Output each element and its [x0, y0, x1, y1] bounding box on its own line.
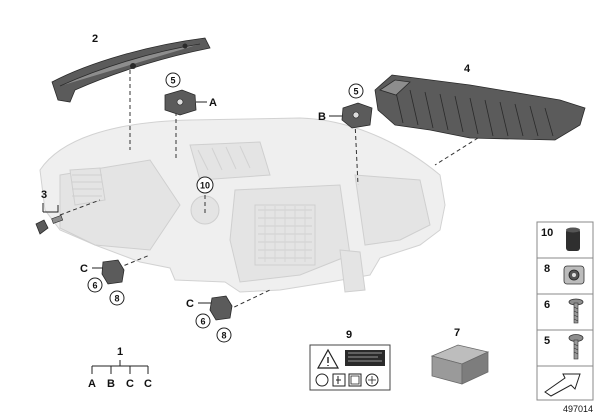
legend-number-8: 8	[544, 263, 550, 275]
callout-6a-circle	[87, 277, 103, 293]
callout-5-mid: 5	[353, 87, 358, 97]
legend-number-6: 6	[544, 299, 550, 311]
rubber-grommet-icon	[566, 227, 580, 251]
parts-legend: 10 8 6 5	[536, 221, 594, 401]
part-1-tree: 1 A B C C	[88, 346, 152, 390]
legend-number-5: 5	[544, 335, 550, 347]
diagram-id: 497014	[563, 404, 593, 414]
part-4-bracket[interactable]	[374, 74, 586, 141]
part-5-clip-mid[interactable]	[341, 102, 373, 129]
bracket-c-left[interactable]	[101, 259, 125, 285]
callout-10-circle	[196, 176, 214, 194]
ref-B: B	[318, 111, 326, 123]
part-3-screws[interactable]	[35, 203, 64, 235]
callout-4: 4	[464, 63, 471, 75]
callout-8a-circle	[109, 290, 125, 306]
part-5-clip-top[interactable]	[164, 89, 197, 116]
callout-3: 3	[41, 189, 47, 201]
callout-9: 9	[346, 329, 352, 341]
callout-2: 2	[92, 33, 98, 45]
callout-6b: 6	[200, 317, 205, 327]
headlight-housing	[39, 117, 446, 293]
callout-1: 1	[117, 346, 123, 358]
ref-C-bottom: C	[186, 298, 194, 310]
callout-5-top-circle	[165, 72, 181, 88]
arrow-icon	[544, 373, 581, 397]
callout-5-top: 5	[170, 76, 175, 86]
callout-6b-circle	[195, 313, 211, 329]
leader-lines	[59, 70, 479, 311]
adjusting-element-icon	[563, 265, 585, 285]
callout-8b-circle	[216, 327, 232, 343]
screw-icon	[568, 334, 584, 360]
part-9-warning-label[interactable]	[309, 344, 391, 391]
part-2-cover[interactable]	[51, 37, 211, 103]
tree-letter-3: C	[126, 378, 134, 390]
tree-letter-4: C	[144, 378, 152, 390]
callout-6a: 6	[92, 281, 97, 291]
legend-number-10: 10	[541, 227, 553, 239]
callout-7: 7	[454, 327, 460, 339]
ref-C-left: C	[80, 263, 88, 275]
callout-5-mid-circle	[348, 83, 364, 99]
callout-8b: 8	[221, 331, 226, 341]
legend-item-10[interactable]	[536, 221, 594, 259]
tree-letter-2: B	[107, 378, 115, 390]
part-7-box[interactable]	[430, 344, 490, 385]
tree-letter-1: A	[88, 378, 96, 390]
callout-8a: 8	[114, 294, 119, 304]
bracket-c-bottom[interactable]	[209, 295, 233, 321]
callout-10: 10	[200, 181, 210, 191]
screw-icon	[568, 298, 584, 324]
ref-A-top: A	[209, 97, 217, 109]
